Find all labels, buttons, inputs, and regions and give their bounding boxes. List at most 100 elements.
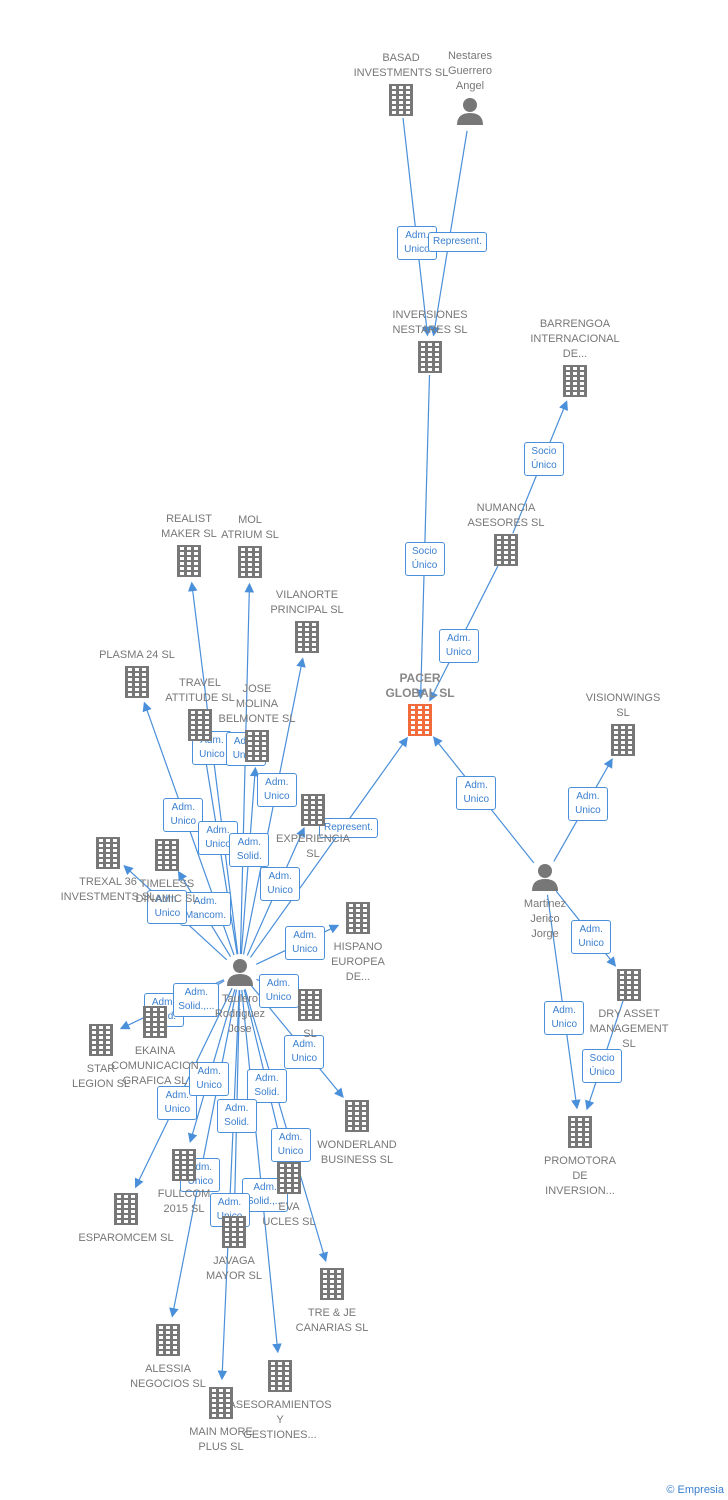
node-fullcom[interactable]: FULLCOM 2015 SL xyxy=(124,1146,244,1217)
edge-label[interactable]: Adm. Mancom. xyxy=(179,891,231,926)
edge-label[interactable]: Adm. Unico xyxy=(163,797,204,832)
building-icon xyxy=(66,1192,186,1231)
node-label: VILANORTE PRINCIPAL SL xyxy=(270,589,344,616)
edge-label[interactable]: Adm. Unico xyxy=(258,974,299,1009)
edge-label[interactable]: Adm. Unico xyxy=(438,628,479,663)
node-label: PROMOTORA DE INVERSION... xyxy=(544,1155,616,1197)
node-numancia[interactable]: NUMANCIA ASESORES SL xyxy=(446,501,566,572)
node-javaga[interactable]: JAVAGA MAYOR SL xyxy=(174,1213,294,1284)
node-dryasset[interactable]: DRY ASSET MANAGEMENT SL xyxy=(569,966,689,1052)
node-label: EXPERIENCIA SL xyxy=(276,833,350,860)
edge-label[interactable]: Socio Único xyxy=(582,1048,623,1083)
node-ekaina[interactable]: EKAINA COMUNICACION GRAFICA SL xyxy=(95,1003,215,1089)
node-label: ASESORAMIENTOS Y GESTIONES... xyxy=(228,1399,332,1441)
edge-label[interactable]: Adm. Unico xyxy=(270,1127,311,1162)
node-label: EVA UCLES SL xyxy=(262,1201,316,1228)
node-promotora[interactable]: PROMOTORA DE INVERSION... xyxy=(520,1113,640,1199)
edge-label[interactable]: Adm. Unico xyxy=(284,1035,325,1070)
building-icon xyxy=(197,729,317,768)
node-timeless[interactable]: TIMELESS DINAMIC SL xyxy=(107,836,227,907)
edge-label[interactable]: Adm. Solid. xyxy=(246,1069,287,1104)
node-taulero[interactable]: Taulero Rodriguez Jose xyxy=(180,955,300,1037)
node-wonderland[interactable]: WONDERLAND BUSINESS SL xyxy=(297,1097,417,1168)
building-icon xyxy=(48,836,168,875)
node-trexal[interactable]: TREXAL 36 INVESTMENTS SL xyxy=(48,834,168,905)
node-basad[interactable]: BASAD INVESTMENTS SL xyxy=(341,51,461,122)
building-icon xyxy=(124,1148,244,1187)
node-mol[interactable]: MOL ATRIUM SL xyxy=(190,513,310,584)
edge-label[interactable]: Adm. Unico xyxy=(456,775,497,810)
node-visionwings[interactable]: VISIONWINGS SL xyxy=(563,691,683,762)
edge-label[interactable]: Represent. xyxy=(428,232,487,253)
node-label: MAIN MORE PLUS SL xyxy=(189,1426,253,1453)
node-label: DRY ASSET MANAGEMENT SL xyxy=(589,1008,669,1050)
edge-label[interactable]: Adm. Solid. xyxy=(216,1098,257,1133)
node-experiencia[interactable]: EXPERIENCIA SL xyxy=(253,791,373,862)
node-invnest[interactable]: INVERSIONES NESTARES SL xyxy=(370,308,490,379)
building-icon xyxy=(140,708,260,747)
person-icon xyxy=(410,96,530,131)
node-label: INVERSIONES NESTARES SL xyxy=(392,309,468,336)
edge-label[interactable]: Adm. Solid. xyxy=(229,832,270,867)
edge-label[interactable]: Socio Único xyxy=(404,541,445,576)
node-asesoramientos[interactable]: ASESORAMIENTOS Y GESTIONES... xyxy=(220,1357,340,1443)
node-label: FULLCOM 2015 SL xyxy=(157,1188,211,1215)
node-esparomcem[interactable]: ESPAROMCEM SL xyxy=(66,1190,186,1246)
node-label: PLASMA 24 SL xyxy=(99,649,175,661)
node-jose[interactable]: JOSE MOLINA BELMONTE SL xyxy=(197,682,317,768)
node-realist[interactable]: REALIST MAKER SL xyxy=(129,512,249,583)
node-label: Martinez Jerico Jorge xyxy=(523,898,567,940)
node-plasma[interactable]: PLASMA 24 SL xyxy=(77,648,197,704)
node-label: ALESSIA NEGOCIOS SL xyxy=(130,1363,206,1390)
building-icon xyxy=(446,533,566,572)
edge-label[interactable]: Adm. Unico xyxy=(260,866,301,901)
edge-label[interactable]: Adm. Unico xyxy=(544,1001,585,1036)
node-star[interactable]: STAR LEGION SL xyxy=(41,1021,161,1092)
edge-label[interactable]: Adm. Unico xyxy=(567,786,608,821)
node-vilanorte[interactable]: VILANORTE PRINCIPAL SL xyxy=(247,588,367,659)
building-icon xyxy=(174,1215,294,1254)
edge-label[interactable]: Adm. Unico xyxy=(147,890,188,925)
node-label: JAVAGA MAYOR SL xyxy=(205,1255,263,1282)
node-label: HISPANO EUROPEA DE... xyxy=(331,941,385,983)
edge-label[interactable]: Adm. Unico xyxy=(189,1062,230,1097)
node-unkn[interactable]: SL xyxy=(250,986,370,1042)
node-alessia[interactable]: ALESSIA NEGOCIOS SL xyxy=(108,1321,228,1392)
edge-line xyxy=(241,989,282,1354)
edge-label[interactable]: Adm. Unico xyxy=(198,821,238,856)
node-label: ESPAROMCEM SL xyxy=(78,1232,174,1244)
node-label: NUMANCIA ASESORES SL xyxy=(467,502,545,529)
node-label: JOSE MOLINA BELMONTE SL xyxy=(218,683,296,725)
node-mainmore[interactable]: MAIN MORE PLUS SL xyxy=(161,1384,281,1455)
node-label: REALIST MAKER SL xyxy=(161,513,217,540)
building-icon xyxy=(298,901,418,940)
node-label: Taulero Rodriguez Jose xyxy=(214,993,266,1035)
node-nestares[interactable]: Nestares Guerrero Angel xyxy=(410,49,530,131)
edge-line xyxy=(244,989,328,1263)
node-eva[interactable]: EVA UCLES SL xyxy=(229,1159,349,1230)
node-trejecan[interactable]: TRE & JE CANARIAS SL xyxy=(272,1265,392,1336)
brand-logo[interactable]: © Empresia xyxy=(666,1484,724,1496)
node-martinez[interactable]: Martinez Jerico Jorge xyxy=(485,860,605,942)
edge-label[interactable]: Adm. Unico xyxy=(256,772,297,807)
node-pacer[interactable]: PACER GLOBAL SL xyxy=(360,671,480,742)
edge-label[interactable]: Socio Único xyxy=(523,442,564,477)
building-icon xyxy=(41,1023,161,1062)
edge-label[interactable]: Represent. xyxy=(319,818,378,839)
building-icon xyxy=(107,838,227,877)
building-icon xyxy=(229,1161,349,1200)
node-label: SL xyxy=(303,1028,317,1040)
building-icon xyxy=(341,83,461,122)
edge-label[interactable]: Adm. Solid.,... xyxy=(173,983,220,1018)
edge-label[interactable]: Adm. Unico xyxy=(571,920,612,955)
node-label: Nestares Guerrero Angel xyxy=(447,50,493,92)
node-hispano[interactable]: HISPANO EUROPEA DE... xyxy=(298,899,418,985)
building-icon xyxy=(247,620,367,659)
building-icon xyxy=(190,545,310,584)
node-travel[interactable]: TRAVEL ATTITUDE SL xyxy=(140,676,260,747)
node-label: TIMELESS DINAMIC SL xyxy=(135,878,199,905)
node-label: TRE & JE CANARIAS SL xyxy=(295,1307,369,1334)
building-icon xyxy=(515,364,635,403)
node-barren[interactable]: BARRENGOA INTERNACIONAL DE... xyxy=(515,317,635,403)
edge-label[interactable]: Adm. Unico xyxy=(284,926,325,961)
